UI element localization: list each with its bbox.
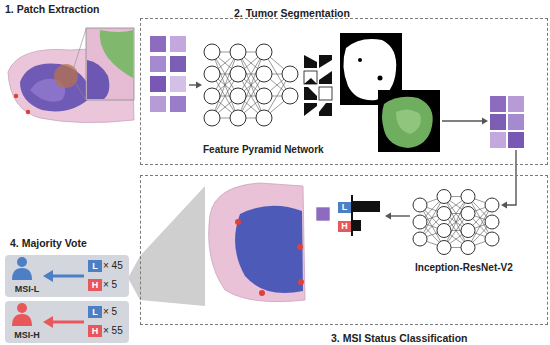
network-neuron (461, 241, 475, 255)
classified-slide (209, 183, 305, 302)
class-square: H (88, 325, 102, 337)
step-heading: 1. Patch Extraction (5, 3, 100, 15)
vote-count: × 5 (103, 306, 117, 317)
stage-heading: 3. MSI Status Classification (331, 332, 468, 344)
vote-arrow (43, 270, 84, 282)
network-link (212, 52, 238, 118)
stage-heading: 2. Tumor Segmentation (234, 7, 350, 19)
class-name: MSI-H (9, 330, 45, 340)
class-square: L (88, 306, 102, 318)
inception-network (413, 190, 499, 255)
network-neuron (413, 232, 427, 246)
class-square: H (88, 279, 102, 291)
network-link (238, 52, 264, 118)
class-name: MSI-L (9, 284, 45, 294)
class-letter: H (88, 325, 102, 337)
network-neuron (461, 224, 475, 238)
network-neuron (461, 207, 475, 221)
class-square: L (338, 202, 351, 213)
flow-arrow (189, 82, 202, 89)
network-neuron (282, 66, 298, 82)
flow-arrow (385, 213, 410, 220)
patch-tile (316, 207, 330, 221)
class-letter: H (338, 221, 351, 232)
vote-count: × 55 (103, 325, 123, 336)
class-square: L (88, 260, 102, 272)
class-square: H (338, 221, 351, 232)
network-neuron (204, 88, 220, 104)
slide-image (8, 28, 134, 123)
flow-arrow (442, 118, 488, 125)
class-letter: L (88, 306, 102, 318)
flow-arrow (501, 150, 516, 209)
network-neuron (256, 88, 272, 104)
probability-bars (352, 195, 380, 236)
network-neuron (204, 110, 220, 126)
patch-grid (150, 36, 186, 112)
network-neuron (230, 110, 246, 126)
network-neuron (485, 198, 499, 212)
network-neuron (413, 215, 427, 229)
vote-count: × 5 (103, 279, 117, 290)
network-neuron (230, 88, 246, 104)
network-neuron (256, 110, 272, 126)
network-link (238, 52, 264, 118)
network-neuron (485, 232, 499, 246)
class-letter: H (88, 279, 102, 291)
network-name: Inception-ResNet-V2 (415, 262, 513, 273)
network-neuron (230, 44, 246, 60)
network-link (212, 52, 238, 118)
person-icon (12, 257, 32, 280)
network-neuron (204, 66, 220, 82)
network-link (444, 197, 468, 248)
network-neuron (282, 88, 298, 104)
mask-grid (304, 55, 332, 116)
stage-panel: 2. Tumor Segmentation (140, 18, 548, 165)
network-link (444, 197, 468, 248)
vote-arrow (43, 316, 84, 328)
network-neuron (461, 190, 475, 204)
step-heading: 4. Majority Vote (10, 237, 87, 249)
network-neuron (413, 198, 427, 212)
vote-panel-ground (5, 301, 129, 343)
vote-count: × 45 (103, 260, 123, 271)
vote-panel-ground (5, 255, 129, 297)
network-neuron (437, 224, 451, 238)
tumor-patch-grid (490, 96, 524, 148)
network-neuron (230, 66, 246, 82)
class-letter: L (88, 260, 102, 272)
network-neuron (256, 66, 272, 82)
network-neuron (485, 215, 499, 229)
network-neuron (256, 44, 272, 60)
network-neuron (437, 190, 451, 204)
tumor-overlay (378, 90, 440, 152)
network-name: Feature Pyramid Network (203, 144, 324, 155)
network-neuron (437, 207, 451, 221)
fpn-network (204, 44, 298, 126)
stage-panel: 3. MSI Status ClassificationLH (140, 175, 548, 325)
class-letter: L (338, 202, 351, 213)
network-neuron (437, 241, 451, 255)
network-neuron (204, 44, 220, 60)
person-icon (12, 303, 32, 326)
